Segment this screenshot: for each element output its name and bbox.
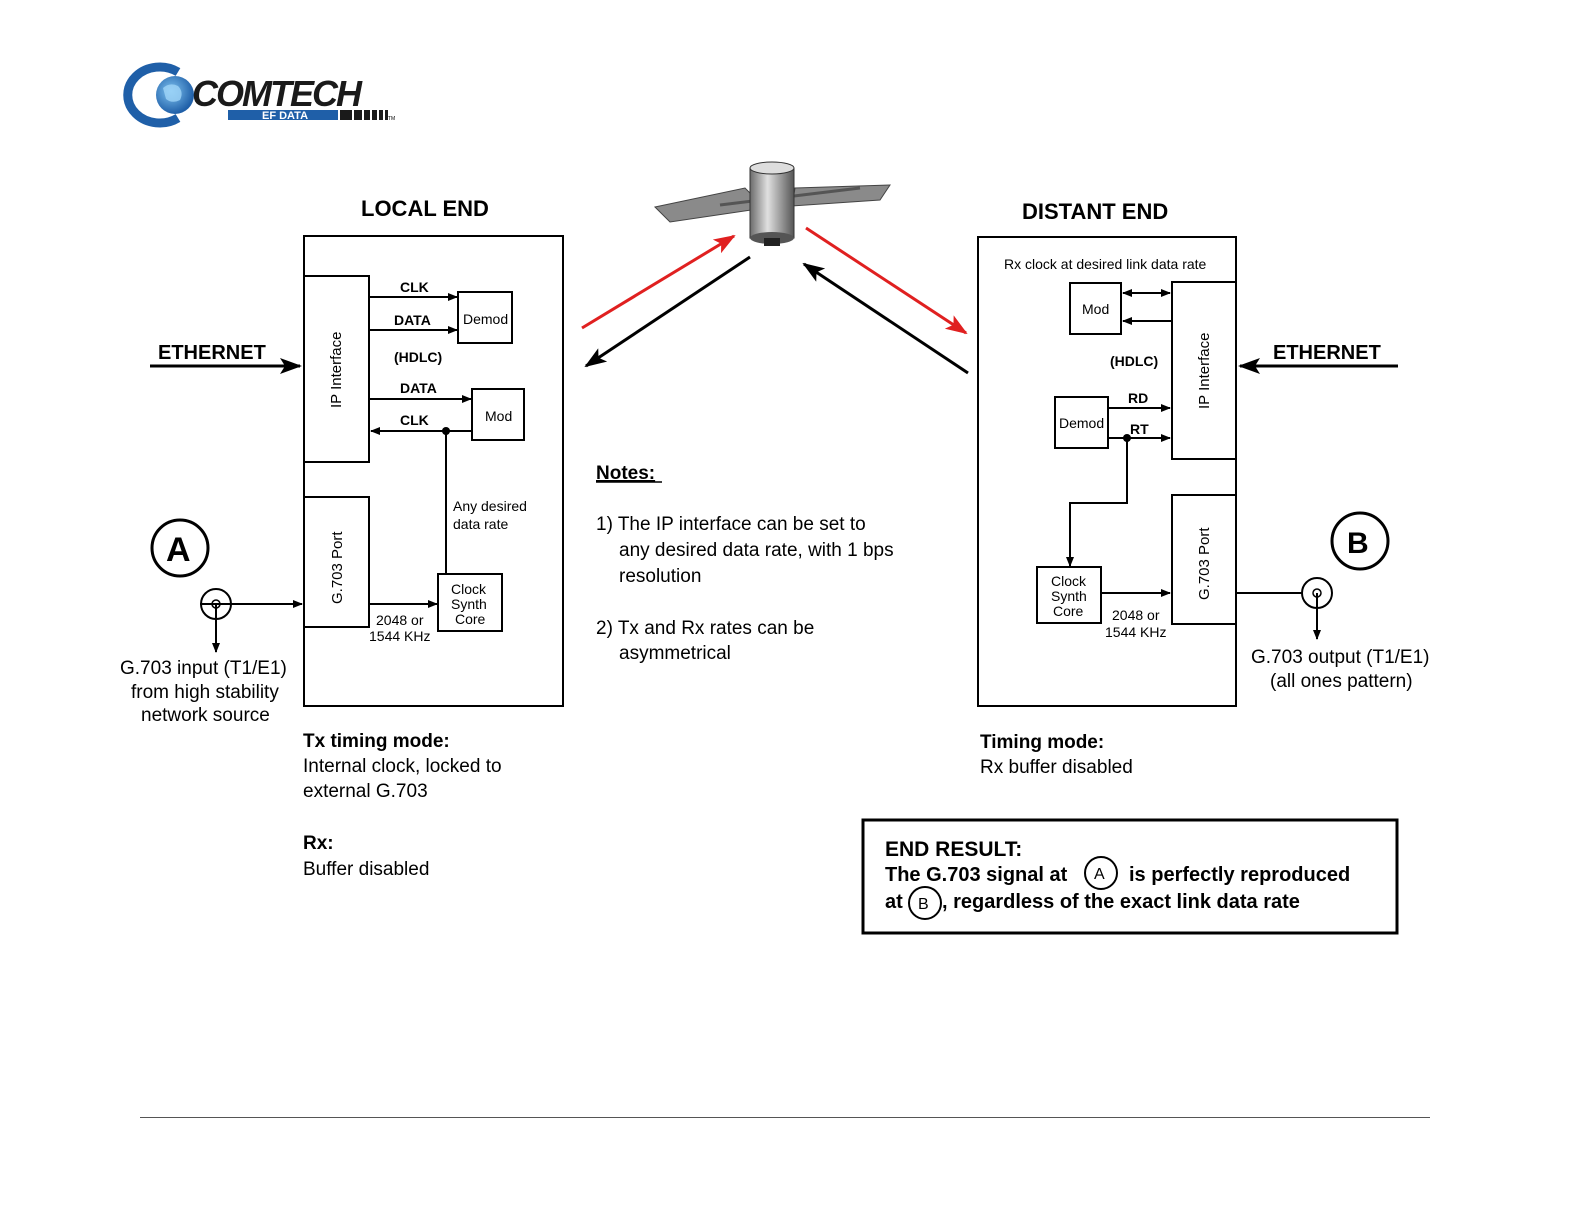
local-rx-value: Buffer disabled xyxy=(303,859,429,880)
distant-clock-1: Clock xyxy=(1051,573,1087,589)
local-freq-2: 1544 KHz xyxy=(369,628,430,644)
distant-rt-label: RT xyxy=(1130,421,1149,437)
distant-hdlc-label: (HDLC) xyxy=(1110,353,1158,369)
local-clock-1: Clock xyxy=(451,581,487,597)
local-clock-2: Synth xyxy=(451,596,487,612)
footer-rule xyxy=(140,1117,1430,1118)
distant-rd-label: RD xyxy=(1128,390,1148,406)
end-result-line-2a: at xyxy=(885,891,903,913)
end-result-line-1a: The G.703 signal at xyxy=(885,864,1068,886)
local-ip-interface-block xyxy=(303,275,370,463)
distant-ip-interface-block xyxy=(1171,281,1237,460)
local-clk-label-1: CLK xyxy=(400,279,429,295)
local-mod-label: Mod xyxy=(485,408,512,424)
local-clock-synth-block xyxy=(437,573,503,632)
local-downlink-arrow xyxy=(584,255,751,368)
local-input-2: from high stability xyxy=(131,682,279,703)
local-clk-label-2: CLK xyxy=(400,412,429,428)
distant-output-2: (all ones pattern) xyxy=(1270,671,1413,692)
distant-mod-label: Mod xyxy=(1082,301,1109,317)
distant-timing-value: Rx buffer disabled xyxy=(980,757,1133,778)
end-result-box xyxy=(861,818,1399,935)
distant-demod-label: Demod xyxy=(1059,415,1104,431)
local-demod-label: Demod xyxy=(463,311,508,327)
distant-uplink-arrow xyxy=(802,262,969,375)
local-freq-1: 2048 or xyxy=(376,612,424,628)
local-g703-port-label: G.703 Port xyxy=(329,531,346,604)
local-g703-port-block xyxy=(303,496,370,628)
distant-clock-3: Core xyxy=(1053,603,1084,619)
local-input-1: G.703 input (T1/E1) xyxy=(120,658,287,679)
local-ethernet-label: ETHERNET xyxy=(158,342,266,364)
satellite-icon xyxy=(653,161,891,246)
local-tx-mode-label: Tx timing mode: xyxy=(303,731,450,752)
point-a-label: A xyxy=(166,531,191,569)
distant-rx-clock-label: Rx clock at desired link data rate xyxy=(1004,256,1207,272)
local-data-label-2: DATA xyxy=(400,380,437,396)
logo-brand: COMTECH xyxy=(192,73,363,114)
local-any-desired-2: data rate xyxy=(453,516,508,532)
local-tx-mode-2: external G.703 xyxy=(303,781,428,802)
end-result-line-2b: , regardless of the exact link data rate xyxy=(942,891,1300,913)
distant-g703-port-block xyxy=(1171,494,1237,625)
note-2-line-1: 2) Tx and Rx rates can be xyxy=(596,618,814,639)
distant-mod-block xyxy=(1069,282,1122,335)
logo-tm: TM xyxy=(388,116,395,122)
distant-clock-synth-block xyxy=(1036,566,1102,624)
distant-ip-interface-label: IP Interface xyxy=(1196,333,1213,409)
distant-downlink-arrow xyxy=(805,226,968,335)
note-1-line-2: any desired data rate, with 1 bps xyxy=(619,540,894,561)
end-result-b: B xyxy=(918,896,929,913)
comtech-logo: COMTECH EF DATA TM xyxy=(123,62,395,128)
notes-title: Notes: xyxy=(596,463,655,484)
local-demod-block xyxy=(457,291,513,344)
local-rx-label: Rx: xyxy=(303,833,334,854)
point-b-label: B xyxy=(1347,527,1369,560)
local-ip-interface-label: IP Interface xyxy=(328,332,345,408)
distant-demod-block xyxy=(1054,396,1109,449)
local-any-desired-1: Any desired xyxy=(453,498,527,514)
note-1-line-1: 1) The IP interface can be set to xyxy=(596,514,866,535)
note-2-line-2: asymmetrical xyxy=(619,643,731,664)
distant-g703-port-label: G.703 Port xyxy=(1196,527,1213,600)
local-input-3: network source xyxy=(141,705,270,726)
distant-ethernet-label: ETHERNET xyxy=(1273,342,1381,364)
distant-freq-2: 1544 KHz xyxy=(1105,624,1166,640)
local-data-label-1: DATA xyxy=(394,312,431,328)
distant-timing-label: Timing mode: xyxy=(980,732,1104,753)
local-uplink-arrow xyxy=(581,234,736,330)
note-1-line-3: resolution xyxy=(619,566,701,587)
local-clock-3: Core xyxy=(455,611,486,627)
distant-output-1: G.703 output (T1/E1) xyxy=(1251,647,1430,668)
end-result-label: END RESULT: xyxy=(885,838,1022,861)
local-end-title: LOCAL END xyxy=(361,196,489,221)
local-mod-block xyxy=(471,388,525,441)
distant-clock-2: Synth xyxy=(1051,588,1087,604)
local-tx-mode-1: Internal clock, locked to xyxy=(303,756,502,777)
distant-freq-1: 2048 or xyxy=(1112,607,1160,623)
local-hdlc-label: (HDLC) xyxy=(394,349,442,365)
end-result-line-1b: is perfectly reproduced xyxy=(1129,864,1350,886)
distant-end-title: DISTANT END xyxy=(1022,199,1168,224)
logo-sub: EF DATA xyxy=(262,110,308,122)
end-result-a: A xyxy=(1094,866,1105,883)
